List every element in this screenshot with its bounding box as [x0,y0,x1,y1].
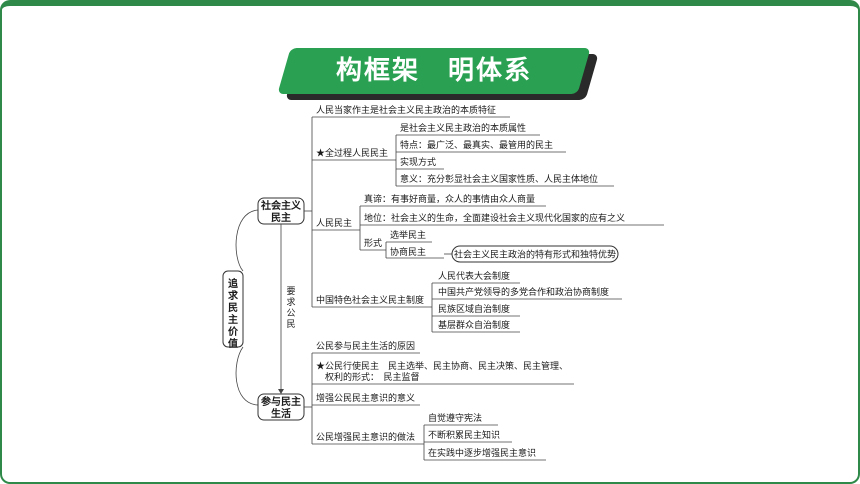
exercise-text-line1: ★公民行使民主 民主选举、民主协商、民主决策、民主管理、 [316,360,568,372]
system-sub-text: 民族区域自治制度 [438,303,510,315]
whole-sub-text: 意义：充分彰显社会主义国家性质、人民主体地位 [400,173,598,185]
system-sub-text: 中国共产党领导的多党合作和政治协商制度 [438,286,609,298]
root-to-branch2-curve [235,346,259,406]
link-label-char: 公 [286,308,295,319]
branch1-line1: 社会主义 [260,199,302,212]
root-char: 求 [228,289,239,302]
callout-text: 社会主义民主政治的特有形式和独特优势 [454,249,616,261]
root-node [222,270,244,348]
root-char: 价 [228,326,239,338]
system-text: 中国特色社会主义民主制度 [316,294,424,306]
link-label-char: 要 [286,286,295,297]
truth-text: 真谛：有事好商量，众人的事情由众人商量 [364,193,535,205]
methods-sub-text: 自觉遵守宪法 [428,412,482,424]
system-sub-text: 基层群众自治制度 [438,319,510,331]
forms-text: 形式 [364,237,382,249]
reason-text: 公民参与民主生活的原因 [316,340,415,352]
awareness-text: 增强公民民主意识的意义 [316,392,415,404]
branch1-line2: 民主 [271,211,291,224]
status-text: 地位：社会主义的生命，全面建设社会主义现代化国家的应有之义 [364,212,625,224]
methods-text: 公民增强民主意识的做法 [316,431,415,443]
requirement-arrow-head [278,389,284,394]
title-banner-text: 构框架 明体系 [335,56,532,86]
whole-sub-text: 是社会主义民主政治的本质属性 [400,122,526,134]
exercise-text-line2: 权利的形式： 民主监督 [316,371,420,383]
methods-sub-text: 在实践中逐步增强民主意识 [428,447,536,459]
system-sub-text: 人民代表大会制度 [438,270,510,282]
people-text: 人民民主 [316,217,352,229]
branch2-line1: 参与民主 [261,395,301,408]
callout-box [451,245,619,263]
whole-sub-text: 特点：最广泛、最真实、最管用的民主 [400,139,553,151]
whole-text: ★全过程人民民主 [316,147,388,159]
essence-text: 人民当家作主是社会主义民主政治的本质特征 [316,104,496,116]
root-char: 值 [228,337,238,350]
root-char: 追 [228,277,239,290]
root-char: 民 [228,302,238,314]
root-char: 主 [228,313,238,326]
forms-sub-text: 选举民主 [390,229,426,241]
link-label-char: 民 [286,319,295,330]
forms-sub-text: 协商民主 [390,246,426,258]
branch2-line2: 生活 [271,407,291,420]
link-label-char: 求 [286,296,295,308]
whole-sub-text: 实现方式 [400,156,436,168]
methods-sub-text: 不断积累民主知识 [428,429,500,441]
root-to-branch1-curve [235,209,259,272]
